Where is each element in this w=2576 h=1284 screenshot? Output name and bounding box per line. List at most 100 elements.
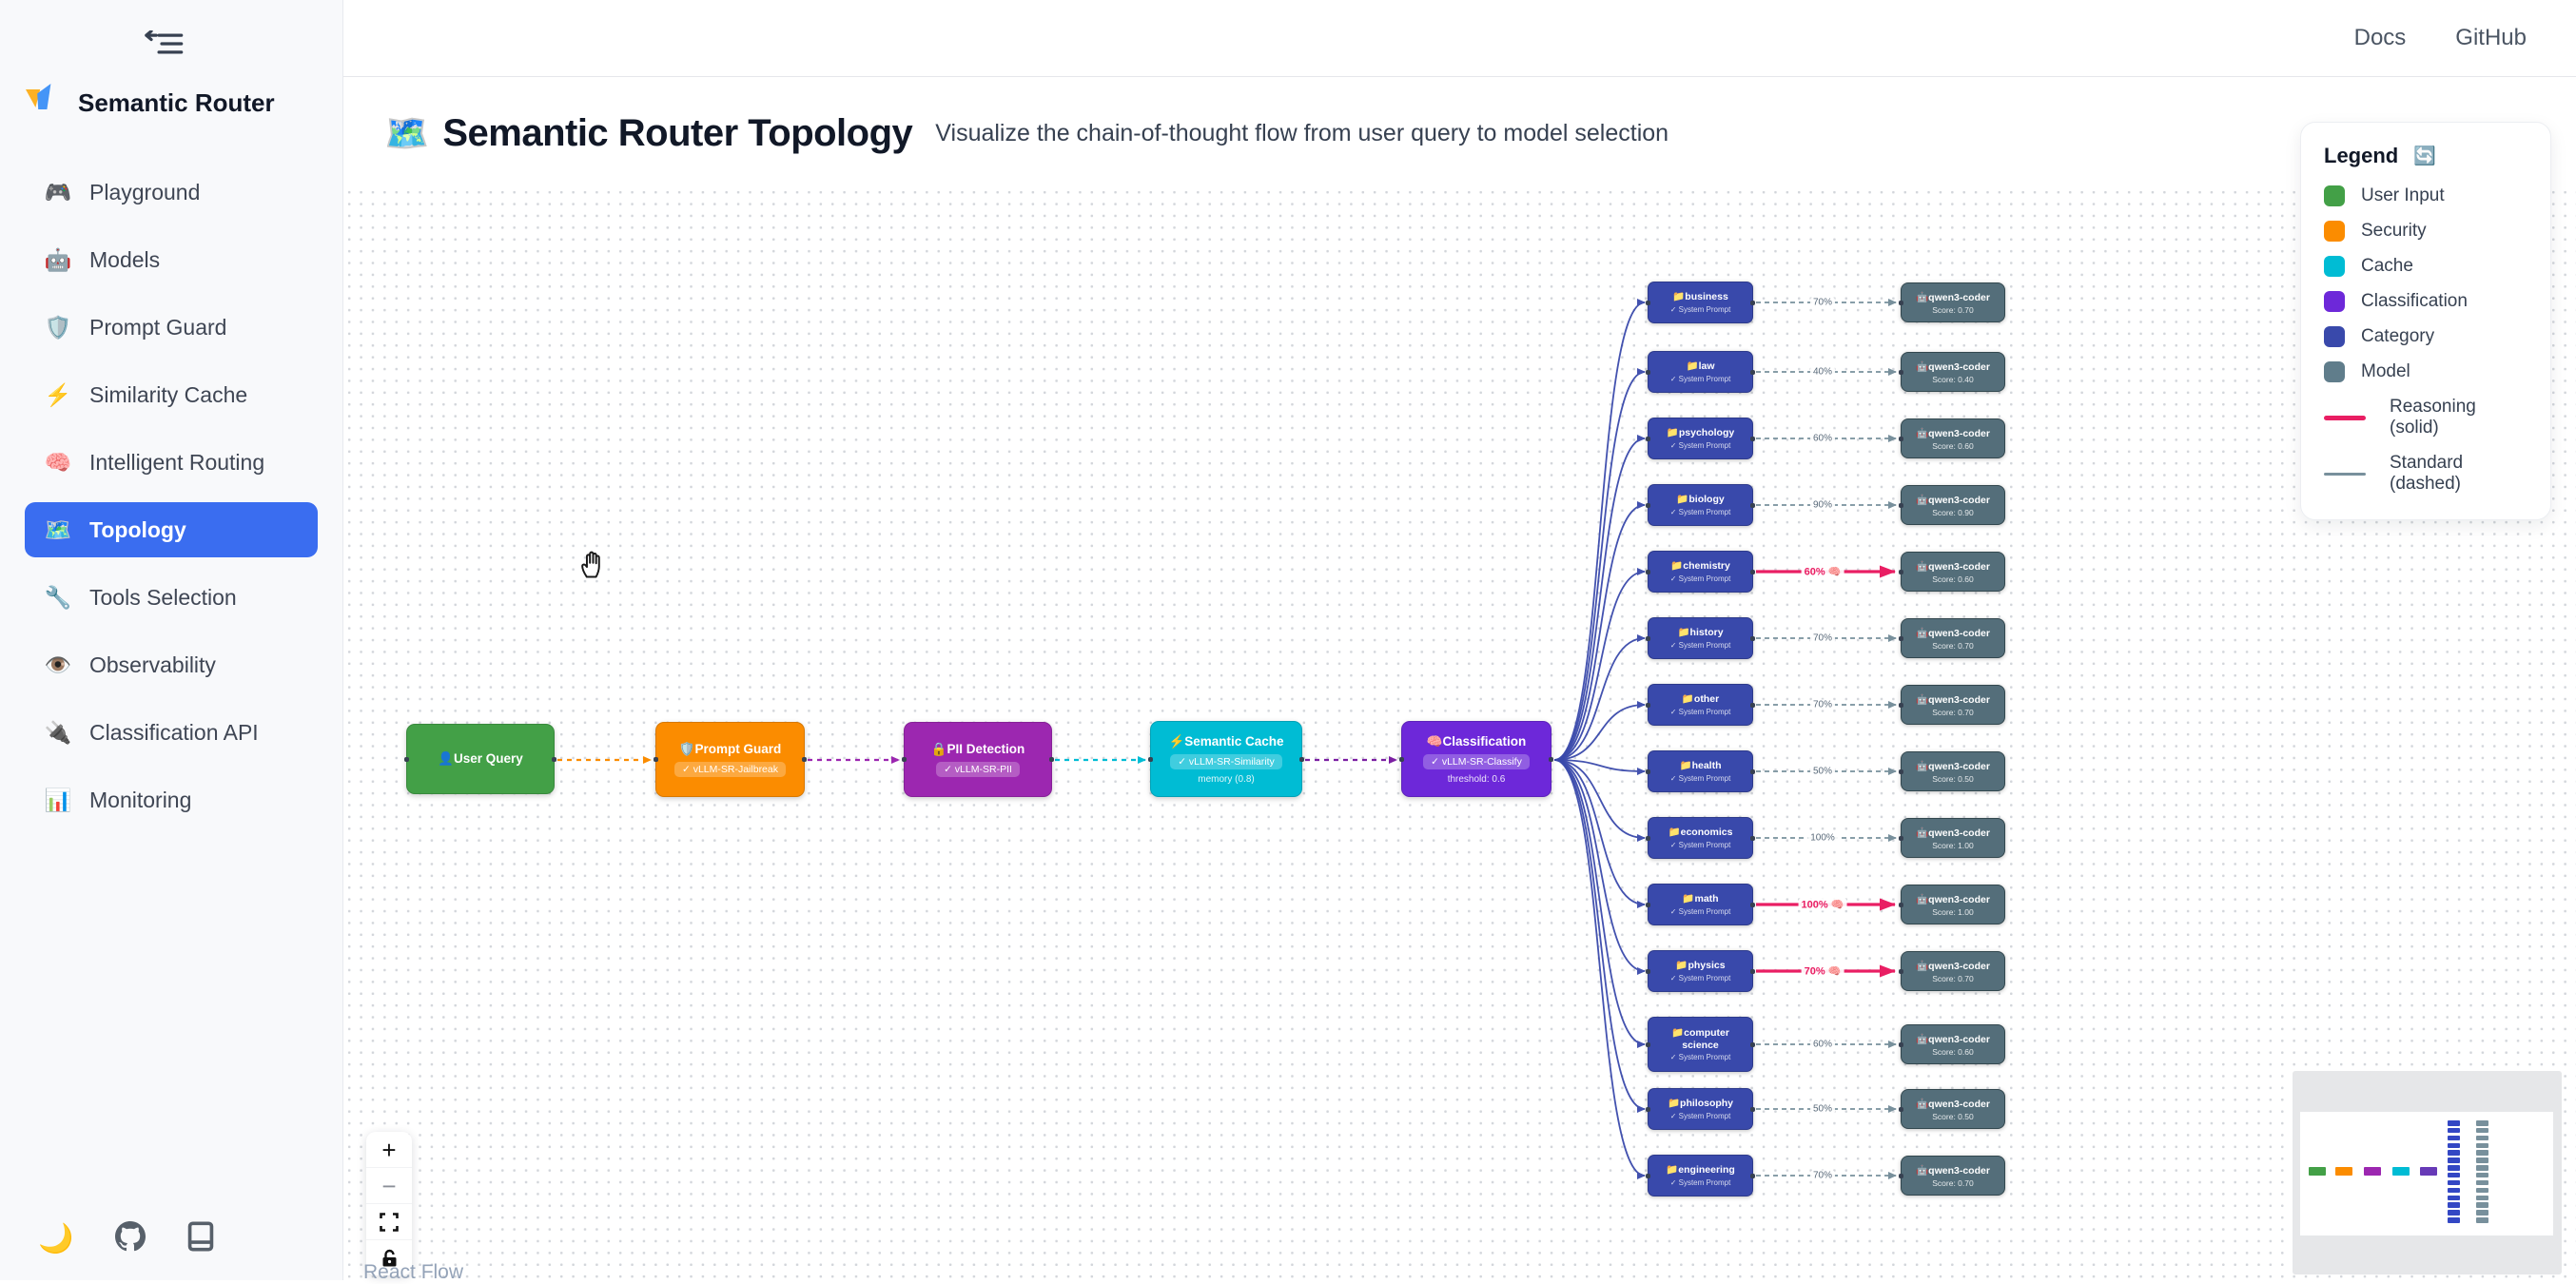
flow-node-pii-detection[interactable]: 🔒PII Detection✓ vLLM-SR-PII [902, 722, 1054, 797]
model-name: 🤖qwen3-coder [1916, 494, 1990, 506]
flow-node-prompt-guard[interactable]: 🛡️Prompt Guard✓ vLLM-SR-Jailbreak [654, 722, 807, 797]
minimap[interactable] [2293, 1071, 2562, 1274]
sidebar-item-monitoring[interactable]: 📊Monitoring [25, 772, 318, 827]
minimap-node [2448, 1127, 2460, 1134]
category-node-history[interactable]: 📁history ✓ System Prompt [1646, 617, 1755, 659]
sidebar-item-prompt-guard[interactable]: 🛡️Prompt Guard [25, 300, 318, 355]
output-port [802, 757, 807, 762]
category-node-math[interactable]: 📁math ✓ System Prompt [1646, 884, 1755, 925]
sidebar-item-models[interactable]: 🤖Models [25, 232, 318, 287]
minus-icon: − [381, 1171, 397, 1200]
category-node-computer-science[interactable]: 📁computer science ✓ System Prompt [1646, 1017, 1755, 1072]
category-name: 📁economics [1668, 827, 1733, 839]
sidebar-item-classification-api[interactable]: 🔌Classification API [25, 705, 318, 760]
category-node-psychology[interactable]: 📁psychology ✓ System Prompt [1646, 418, 1755, 459]
legend-refresh-icon[interactable]: 🔄 [2413, 146, 2436, 166]
category-subtext: ✓ System Prompt [1669, 507, 1731, 516]
minimap-node [2448, 1150, 2460, 1156]
model-node-qwen3-coder[interactable]: 🤖qwen3-coder Score: 0.70 [1899, 685, 2005, 725]
sidebar-item-tools-selection[interactable]: 🔧Tools Selection [25, 570, 318, 625]
category-node-engineering[interactable]: 📁engineering ✓ System Prompt [1646, 1155, 1755, 1196]
category-node-physics[interactable]: 📁physics ✓ System Prompt [1646, 950, 1755, 992]
model-score: Score: 0.70 [1932, 304, 1974, 315]
input-port [1899, 635, 1903, 641]
github-mark-icon[interactable] [115, 1221, 146, 1257]
fit-view-button[interactable] [366, 1204, 412, 1240]
model-node-qwen3-coder[interactable]: 🤖qwen3-coder Score: 1.00 [1899, 818, 2005, 858]
page-subtitle: Visualize the chain-of-thought flow from… [935, 120, 1669, 146]
category-name: 📁philosophy [1667, 1098, 1734, 1110]
minimap-node [2476, 1127, 2488, 1134]
minimap-node [2448, 1165, 2460, 1171]
theme-toggle-moon-icon[interactable]: 🌙 [38, 1223, 74, 1255]
edge-probability-label: 50% [1809, 1103, 1836, 1115]
input-port [1646, 1106, 1650, 1112]
category-node-biology[interactable]: 📁biology ✓ System Prompt [1646, 484, 1755, 526]
node-subtext: threshold: 0.6 [1447, 773, 1506, 785]
legend-label: Standard (dashed) [2390, 453, 2464, 494]
category-node-other[interactable]: 📁other ✓ System Prompt [1646, 684, 1755, 726]
docs-book-icon[interactable] [187, 1221, 214, 1257]
flow-node-user-query[interactable]: 👤User Query [404, 724, 556, 794]
model-name: 🤖qwen3-coder [1916, 827, 1990, 839]
sidebar-item-observability[interactable]: 👁️Observability [25, 637, 318, 692]
input-port [1646, 569, 1650, 574]
category-name: 📁computer science [1671, 1027, 1729, 1051]
category-subtext: ✓ System Prompt [1669, 906, 1731, 916]
lock-toggle-button[interactable] [366, 1240, 412, 1275]
model-score: Score: 0.90 [1932, 507, 1974, 517]
model-node-qwen3-coder[interactable]: 🤖qwen3-coder Score: 0.60 [1899, 1024, 2005, 1064]
node-model-badge: ✓ vLLM-SR-Similarity [1170, 753, 1282, 769]
model-node-qwen3-coder[interactable]: 🤖qwen3-coder Score: 0.40 [1899, 352, 2005, 392]
input-port [1646, 1041, 1650, 1047]
legend-item: Cache [2324, 256, 2527, 277]
model-node-qwen3-coder[interactable]: 🤖qwen3-coder Score: 0.90 [1899, 485, 2005, 525]
sidebar-item-label: Playground [89, 179, 201, 204]
category-node-business[interactable]: 📁business ✓ System Prompt [1646, 282, 1755, 323]
category-name: 📁history [1677, 627, 1724, 639]
sidebar-item-similarity-cache[interactable]: ⚡Similarity Cache [25, 367, 318, 422]
reactflow-attribution[interactable]: React Flow [363, 1261, 464, 1283]
model-name: 🤖qwen3-coder [1916, 1098, 1990, 1110]
edge-probability-label: 70% [1809, 297, 1836, 308]
input-port [1899, 1106, 1903, 1112]
model-node-qwen3-coder[interactable]: 🤖qwen3-coder Score: 0.60 [1899, 552, 2005, 592]
model-node-qwen3-coder[interactable]: 🤖qwen3-coder Score: 0.70 [1899, 282, 2005, 322]
model-node-qwen3-coder[interactable]: 🤖qwen3-coder Score: 0.60 [1899, 418, 2005, 458]
brand: Semantic Router [26, 84, 275, 122]
docs-link[interactable]: Docs [2353, 25, 2407, 50]
category-node-law[interactable]: 📁law ✓ System Prompt [1646, 351, 1755, 393]
sidebar-item-label: Observability [89, 652, 216, 677]
model-name: 🤖qwen3-coder [1916, 360, 1990, 373]
model-node-qwen3-coder[interactable]: 🤖qwen3-coder Score: 0.50 [1899, 1089, 2005, 1129]
category-node-philosophy[interactable]: 📁philosophy ✓ System Prompt [1646, 1088, 1755, 1130]
sidebar-item-playground[interactable]: 🎮Playground [25, 165, 318, 220]
sidebar-item-topology[interactable]: 🗺️Topology [25, 502, 318, 557]
sidebar-collapse-button[interactable] [145, 29, 185, 62]
category-node-chemistry[interactable]: 📁chemistry ✓ System Prompt [1646, 551, 1755, 593]
input-port [1899, 768, 1903, 774]
legend-title: Legend [2324, 144, 2399, 167]
input-port [1646, 968, 1650, 974]
legend-label: Model [2361, 361, 2410, 381]
model-node-qwen3-coder[interactable]: 🤖qwen3-coder Score: 0.70 [1899, 951, 2005, 991]
model-name: 🤖qwen3-coder [1916, 760, 1990, 772]
model-node-qwen3-coder[interactable]: 🤖qwen3-coder Score: 0.70 [1899, 1156, 2005, 1196]
legend-swatch [2324, 326, 2345, 347]
sidebar-item-intelligent-routing[interactable]: 🧠Intelligent Routing [25, 435, 318, 490]
model-node-qwen3-coder[interactable]: 🤖qwen3-coder Score: 0.70 [1899, 618, 2005, 658]
zoom-in-button[interactable]: + [366, 1132, 412, 1168]
node-title: 🔒PII Detection [930, 742, 1025, 756]
model-node-qwen3-coder[interactable]: 🤖qwen3-coder Score: 1.00 [1899, 885, 2005, 924]
github-link[interactable]: GitHub [2455, 25, 2527, 50]
sidebar-item-label: Tools Selection [89, 584, 237, 610]
category-node-health[interactable]: 📁health ✓ System Prompt [1646, 750, 1755, 792]
legend-label: Cache [2361, 256, 2413, 276]
zoom-out-button[interactable]: − [366, 1168, 412, 1204]
model-node-qwen3-coder[interactable]: 🤖qwen3-coder Score: 0.50 [1899, 751, 2005, 791]
category-node-economics[interactable]: 📁economics ✓ System Prompt [1646, 817, 1755, 859]
